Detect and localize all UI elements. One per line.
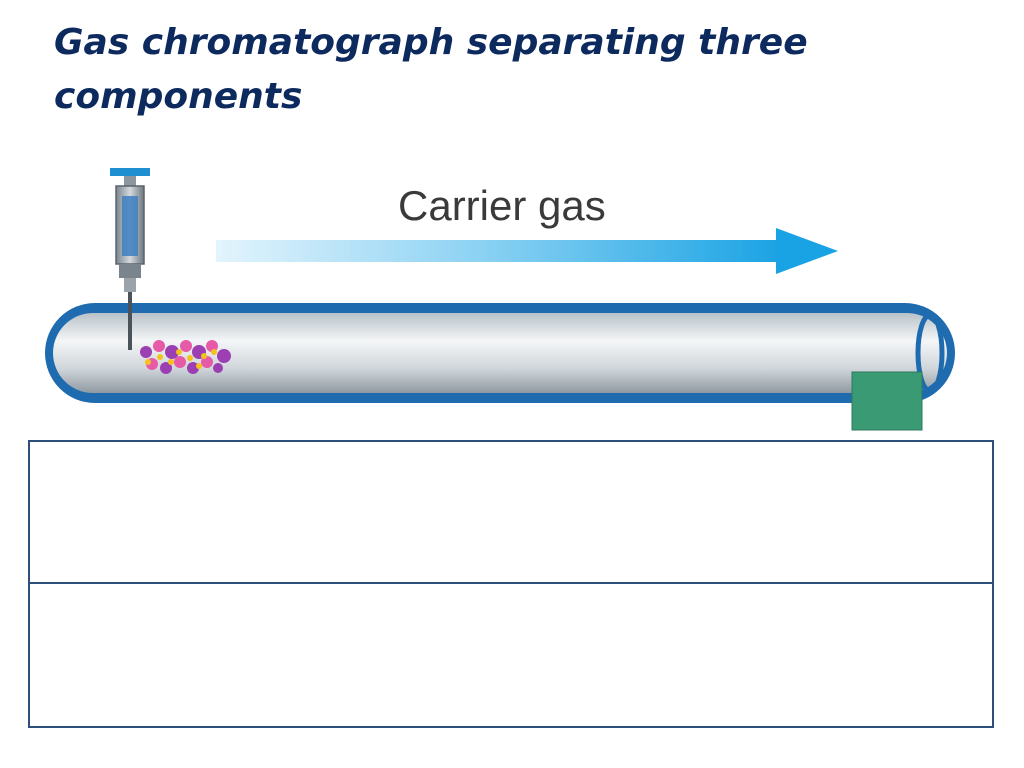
slide-title: Gas chromatograph separating three compo…: [54, 22, 808, 117]
answer-table: [28, 440, 994, 728]
detector-box: [851, 371, 923, 431]
sample-mixture-cluster: [140, 340, 231, 374]
carrier-gas-arrow-icon: [216, 228, 838, 274]
syringe-icon: [110, 168, 150, 350]
table-row: [30, 442, 992, 584]
gas-chromatograph-diagram: Carrier gas: [45, 168, 955, 431]
column-tube: [45, 303, 955, 403]
carrier-gas-label: Carrier gas: [398, 182, 606, 229]
table-row: [30, 584, 992, 726]
